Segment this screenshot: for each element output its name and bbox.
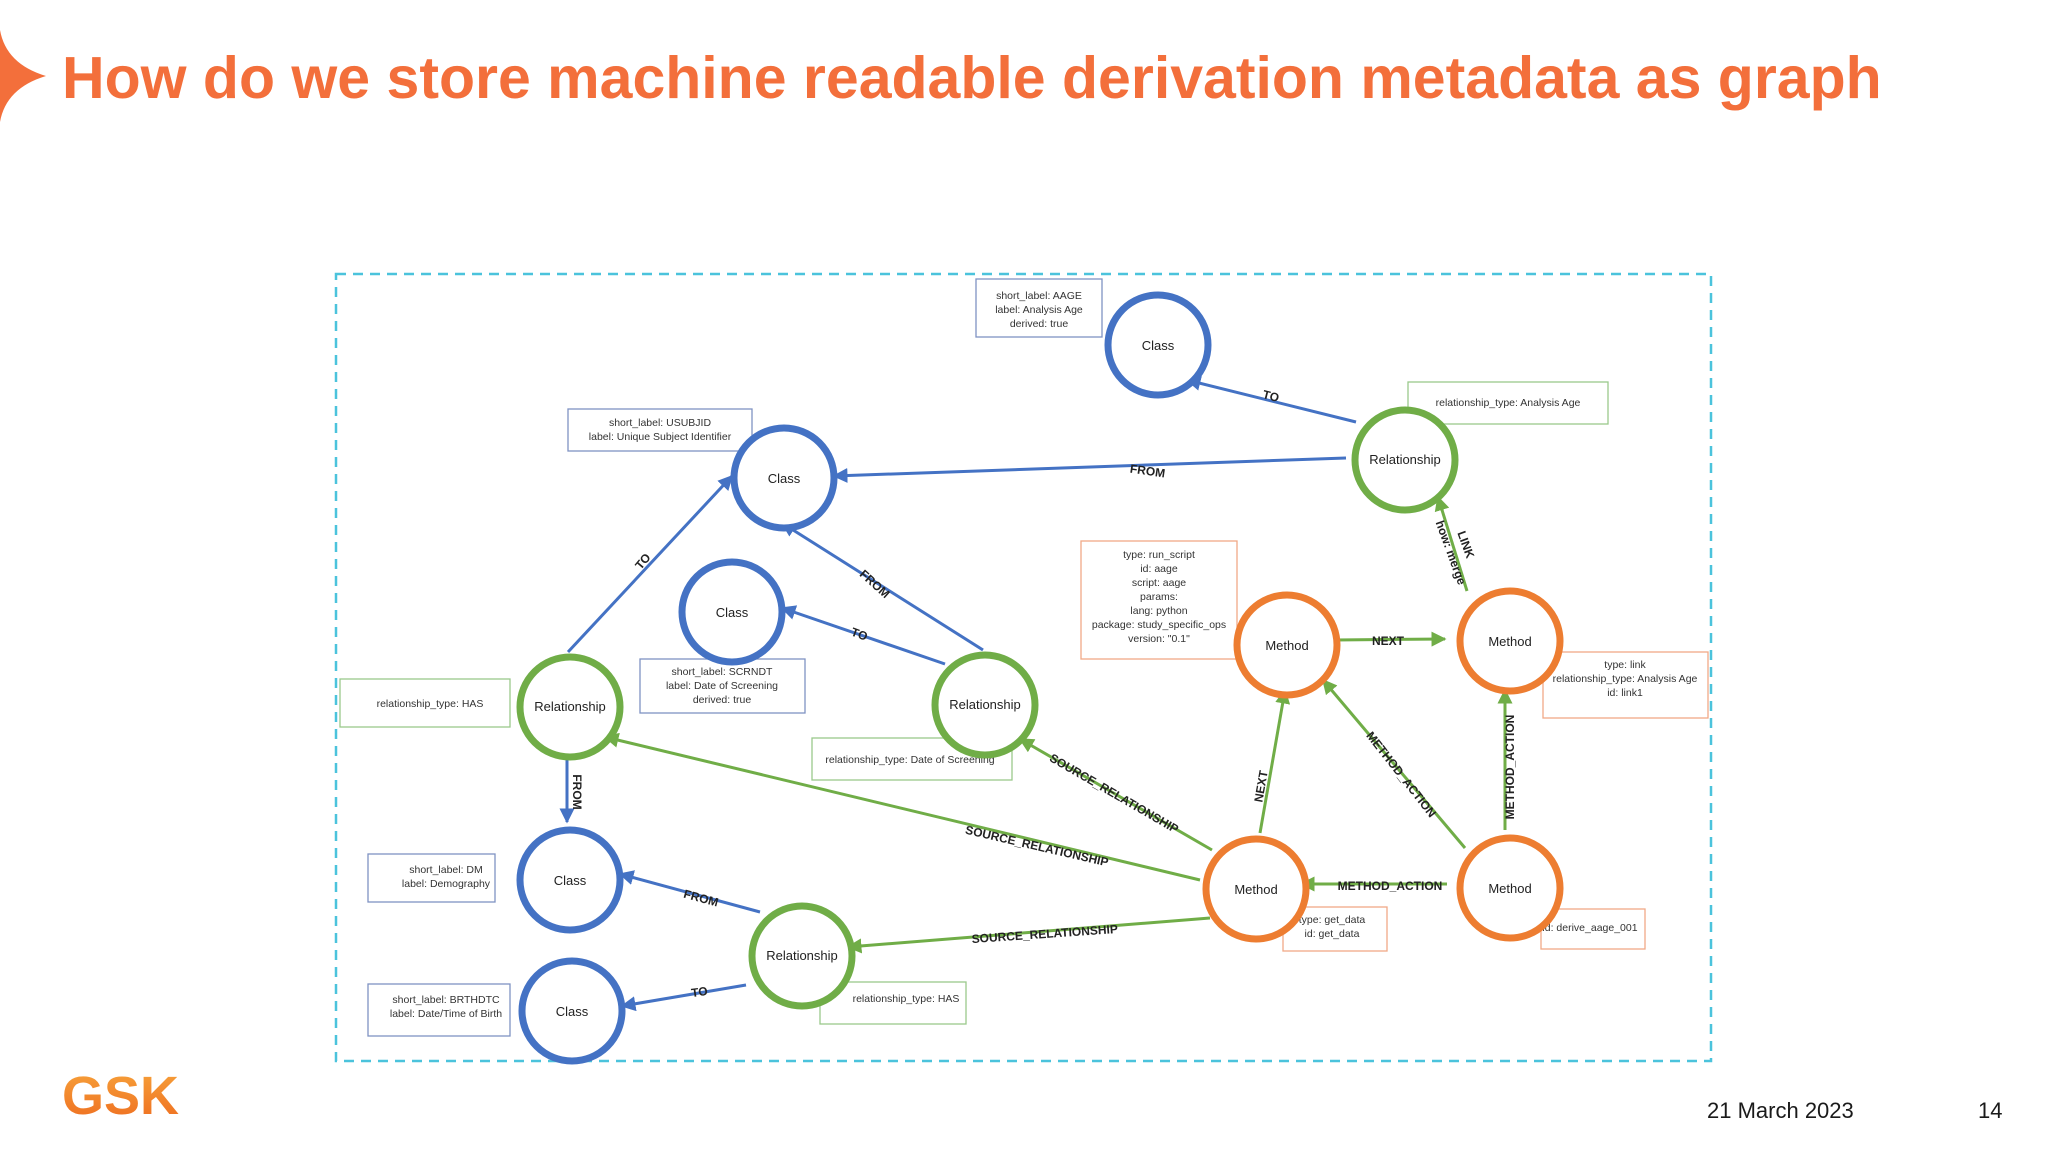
edge-label-from-4: FROM — [682, 887, 720, 910]
edge-next-1 — [1334, 631, 1447, 647]
edge-label-source-relationship-1: SOURCE_RELATIONSHIP — [1047, 751, 1181, 836]
node-label-class-dm: Class — [554, 873, 587, 888]
edge-to-4 — [620, 983, 747, 1012]
class-node-brthdtc — [518, 957, 626, 1065]
gsk-logo-text: GSK — [62, 1068, 179, 1122]
note-box-rel-date-screening — [811, 737, 1013, 781]
edge-to-3 — [780, 605, 946, 666]
node-label-rel-analysis-age: Relationship — [1369, 452, 1441, 467]
edge-label-method-action-2: METHOD_ACTION — [1363, 729, 1438, 820]
edge-label-to-3: TO — [849, 625, 869, 644]
note-box-method-link — [1542, 651, 1709, 719]
edge-source-relationship-2 — [603, 732, 1201, 882]
edge-to-2 — [566, 474, 734, 654]
corner-accent-icon — [0, 30, 46, 122]
edge-label-to-4: TO — [690, 984, 708, 1000]
edge-label-from-2: FROM — [857, 567, 893, 601]
method-node-derive — [1456, 834, 1564, 942]
edge-label-to-2: TO — [632, 551, 653, 573]
class-node-usubjid — [730, 424, 838, 532]
note-box-aage — [975, 278, 1103, 338]
edge-label-next-1: NEXT — [1372, 634, 1405, 648]
relationship-node-analysis-age — [1351, 406, 1459, 514]
class-node-dm — [516, 826, 624, 934]
slide-title: How do we store machine readable derivat… — [62, 45, 1882, 111]
edge-label-from-3: FROM — [570, 774, 584, 809]
note-box-rel-has-1 — [339, 678, 511, 728]
note-rel-has-1: relationship_type: HAS — [377, 698, 484, 710]
node-label-method-get-data: Method — [1234, 882, 1277, 897]
node-label-method-run-script: Method — [1265, 638, 1308, 653]
class-node-aage — [1104, 291, 1212, 399]
node-label-class-aage: Class — [1142, 338, 1175, 353]
node-label-method-link: Method — [1488, 634, 1531, 649]
relationship-node-has-1 — [516, 653, 624, 761]
gsk-logo: GSK — [62, 1068, 179, 1122]
edge-label-source-relationship-2: SOURCE_RELATIONSHIP — [964, 823, 1110, 870]
footer-date: 21 March 2023 — [1707, 1098, 1854, 1123]
note-box-rel-analysis-age — [1407, 381, 1609, 425]
diagram-frame — [334, 272, 1713, 1063]
edge-from-4 — [618, 870, 761, 914]
edge-label-method-action-3: METHOD_ACTION — [1338, 879, 1443, 893]
edge-source-relationship-3 — [846, 916, 1211, 954]
note-rel-analysis-age: relationship_type: Analysis Age — [1436, 397, 1581, 409]
relationship-node-date-screening — [931, 651, 1039, 759]
edge-source-relationship-1 — [1018, 737, 1213, 852]
note-box-run-script — [1080, 540, 1238, 660]
note-derive: id: derive_aage_001 — [1542, 922, 1637, 934]
node-label-class-usubjid: Class — [768, 471, 801, 486]
edge-label-to-1: TO — [1261, 387, 1280, 405]
edge-method-action-2 — [1321, 678, 1467, 849]
method-node-link — [1456, 587, 1564, 695]
relationship-node-has-2 — [748, 902, 856, 1010]
note-rel-date-screening: relationship_type: Date of Screening — [825, 754, 994, 766]
note-rel-has-2: relationship_type: HAS — [853, 993, 960, 1005]
edge-label-from-1: FROM — [1129, 462, 1166, 481]
node-label-class-brthdtc: Class — [556, 1004, 589, 1019]
page-number: 14 — [1978, 1098, 2003, 1123]
edge-label-next-2: NEXT — [1251, 769, 1270, 804]
node-label-rel-has-2: Relationship — [766, 948, 838, 963]
edge-next-2 — [1258, 688, 1291, 834]
class-node-scrndt — [678, 558, 786, 666]
edge-from-1 — [832, 456, 1347, 484]
note-box-usubjid — [567, 408, 753, 452]
node-label-class-scrndt: Class — [716, 605, 749, 620]
node-label-rel-has-1: Relationship — [534, 699, 606, 714]
note-box-brthdtc — [367, 983, 511, 1037]
edge-label-source-relationship-3: SOURCE_RELATIONSHIP — [971, 922, 1118, 946]
edge-to-1 — [1185, 375, 1357, 424]
node-label-rel-date-screening: Relationship — [949, 697, 1021, 712]
note-box-dm — [367, 853, 496, 903]
edge-link — [1434, 495, 1469, 592]
method-node-get-data — [1202, 835, 1310, 943]
node-label-method-derive: Method — [1488, 881, 1531, 896]
edge-from-2 — [780, 521, 984, 652]
method-node-run-script — [1233, 591, 1341, 699]
edge-label-method-action-1: METHOD_ACTION — [1503, 715, 1517, 820]
